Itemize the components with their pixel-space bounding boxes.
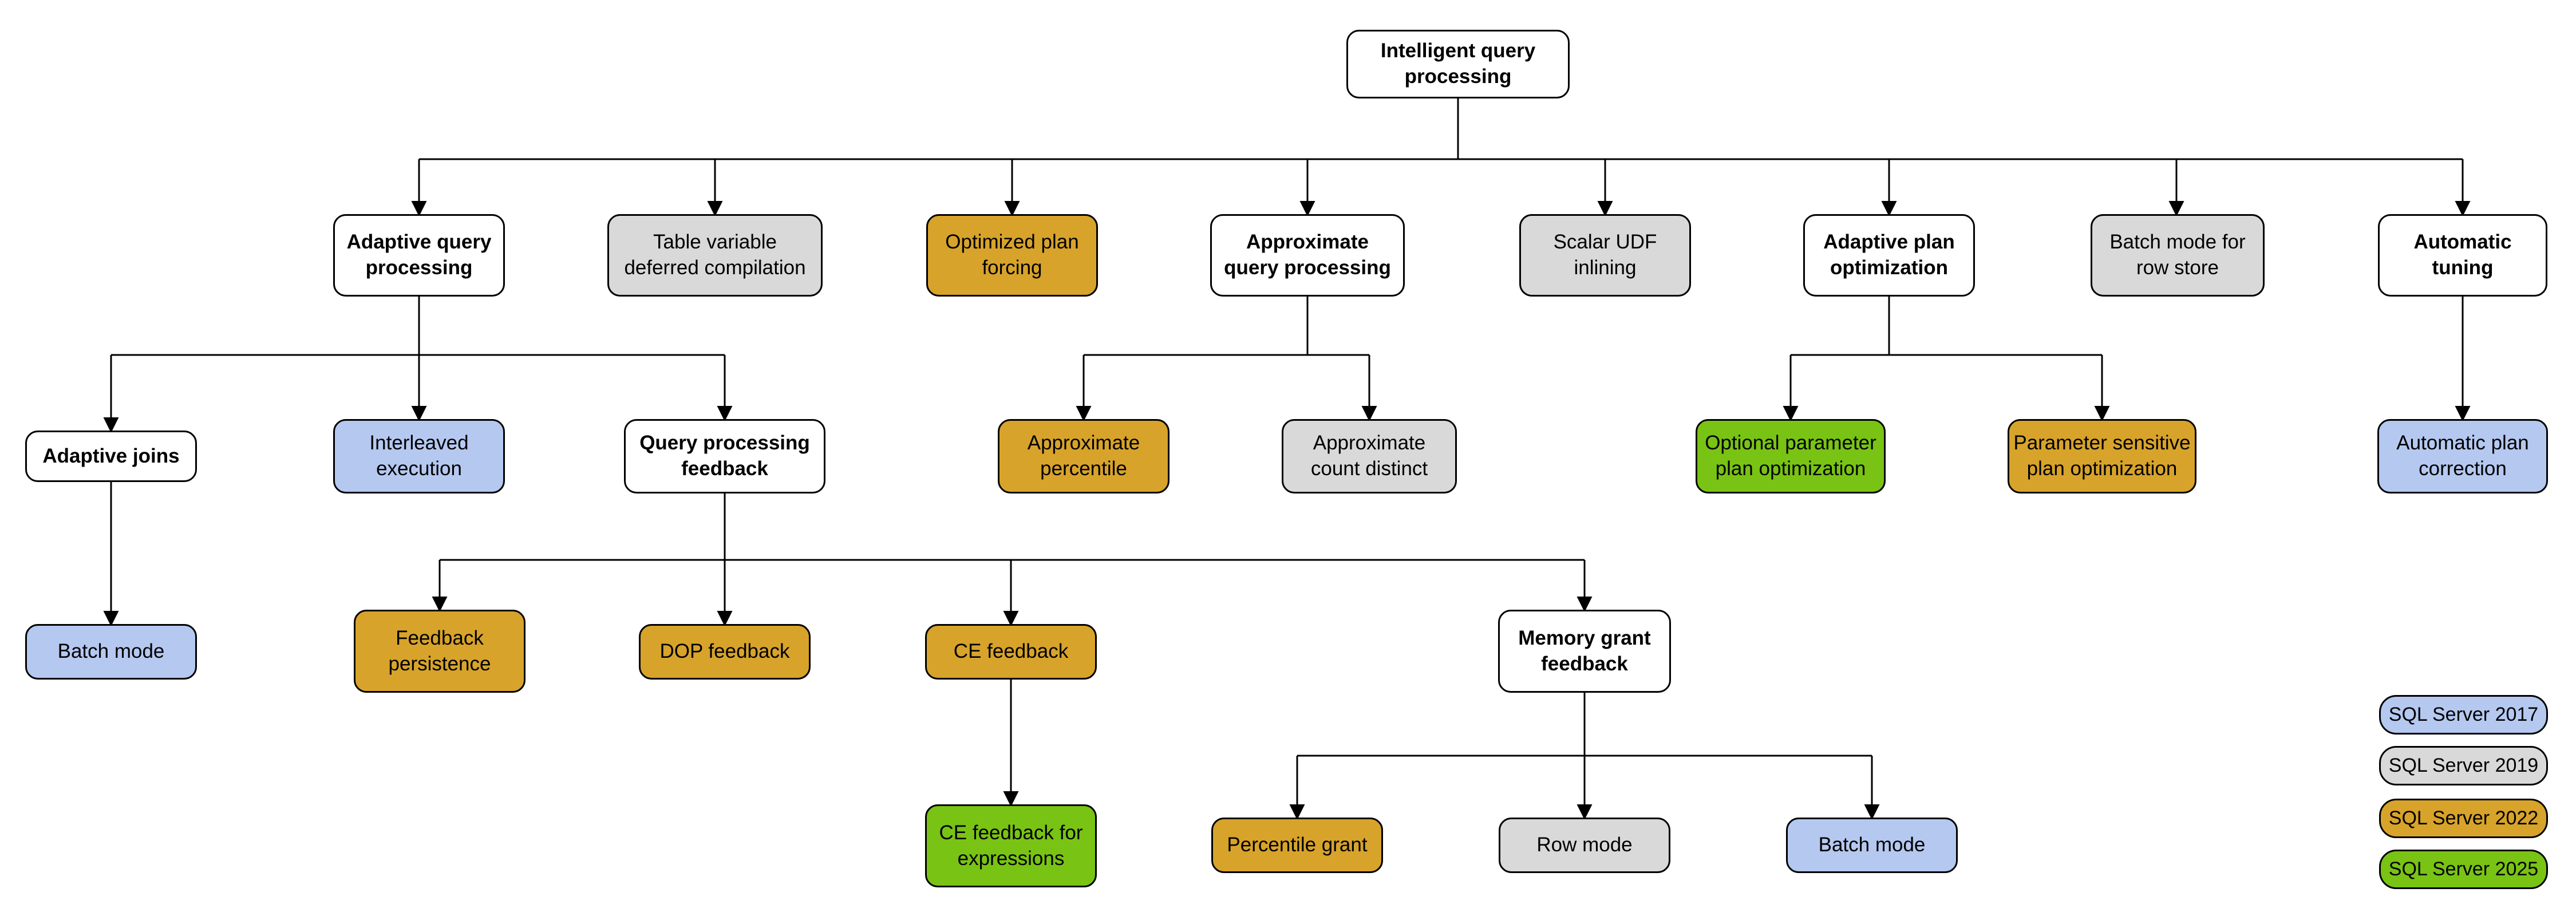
node-percentile-grant: Percentile grant [1211,818,1383,873]
node-approximate-count-distinct: Approximate count distinct [1282,419,1457,493]
node-intelligent-query-processing: Intelligent query processing [1346,30,1570,98]
node-dop-feedback: DOP feedback [639,624,811,680]
node-ce-feedback-for-expressions: CE feedback for expressions [925,804,1097,887]
node-table-variable-deferred-compilation: Table variable deferred compilation [607,214,823,297]
legend-item-2022: SQL Server 2022 [2379,799,2548,838]
node-adaptive-plan-optimization: Adaptive plan optimization [1803,214,1975,297]
node-batch-mode-adaptive-joins: Batch mode [25,624,197,680]
node-automatic-tuning: Automatic tuning [2378,214,2547,297]
node-optional-parameter-plan-optimization: Optional parameter plan optimization [1696,419,1886,493]
node-batch-mode-memory-grant: Batch mode [1786,818,1958,873]
node-approximate-query-processing: Approximate query processing [1210,214,1405,297]
node-memory-grant-feedback: Memory grant feedback [1498,610,1671,693]
node-ce-feedback: CE feedback [925,624,1097,680]
node-row-mode: Row mode [1499,818,1670,873]
node-optimized-plan-forcing: Optimized plan forcing [926,214,1098,297]
node-approximate-percentile: Approximate percentile [998,419,1170,493]
legend-item-2025: SQL Server 2025 [2379,850,2548,889]
legend-item-2019: SQL Server 2019 [2379,746,2548,785]
node-scalar-udf-inlining: Scalar UDF inlining [1519,214,1691,297]
node-adaptive-joins: Adaptive joins [25,431,197,482]
legend-item-2017: SQL Server 2017 [2379,695,2548,735]
node-feedback-persistence: Feedback persistence [354,610,526,693]
node-query-processing-feedback: Query processing feedback [624,419,825,493]
node-batch-mode-for-row-store: Batch mode for row store [2091,214,2265,297]
node-automatic-plan-correction: Automatic plan correction [2377,419,2548,493]
node-parameter-sensitive-plan-optimization: Parameter sensitive plan optimization [2008,419,2196,493]
node-interleaved-execution: Interleaved execution [333,419,505,493]
node-adaptive-query-processing: Adaptive query processing [333,214,505,297]
